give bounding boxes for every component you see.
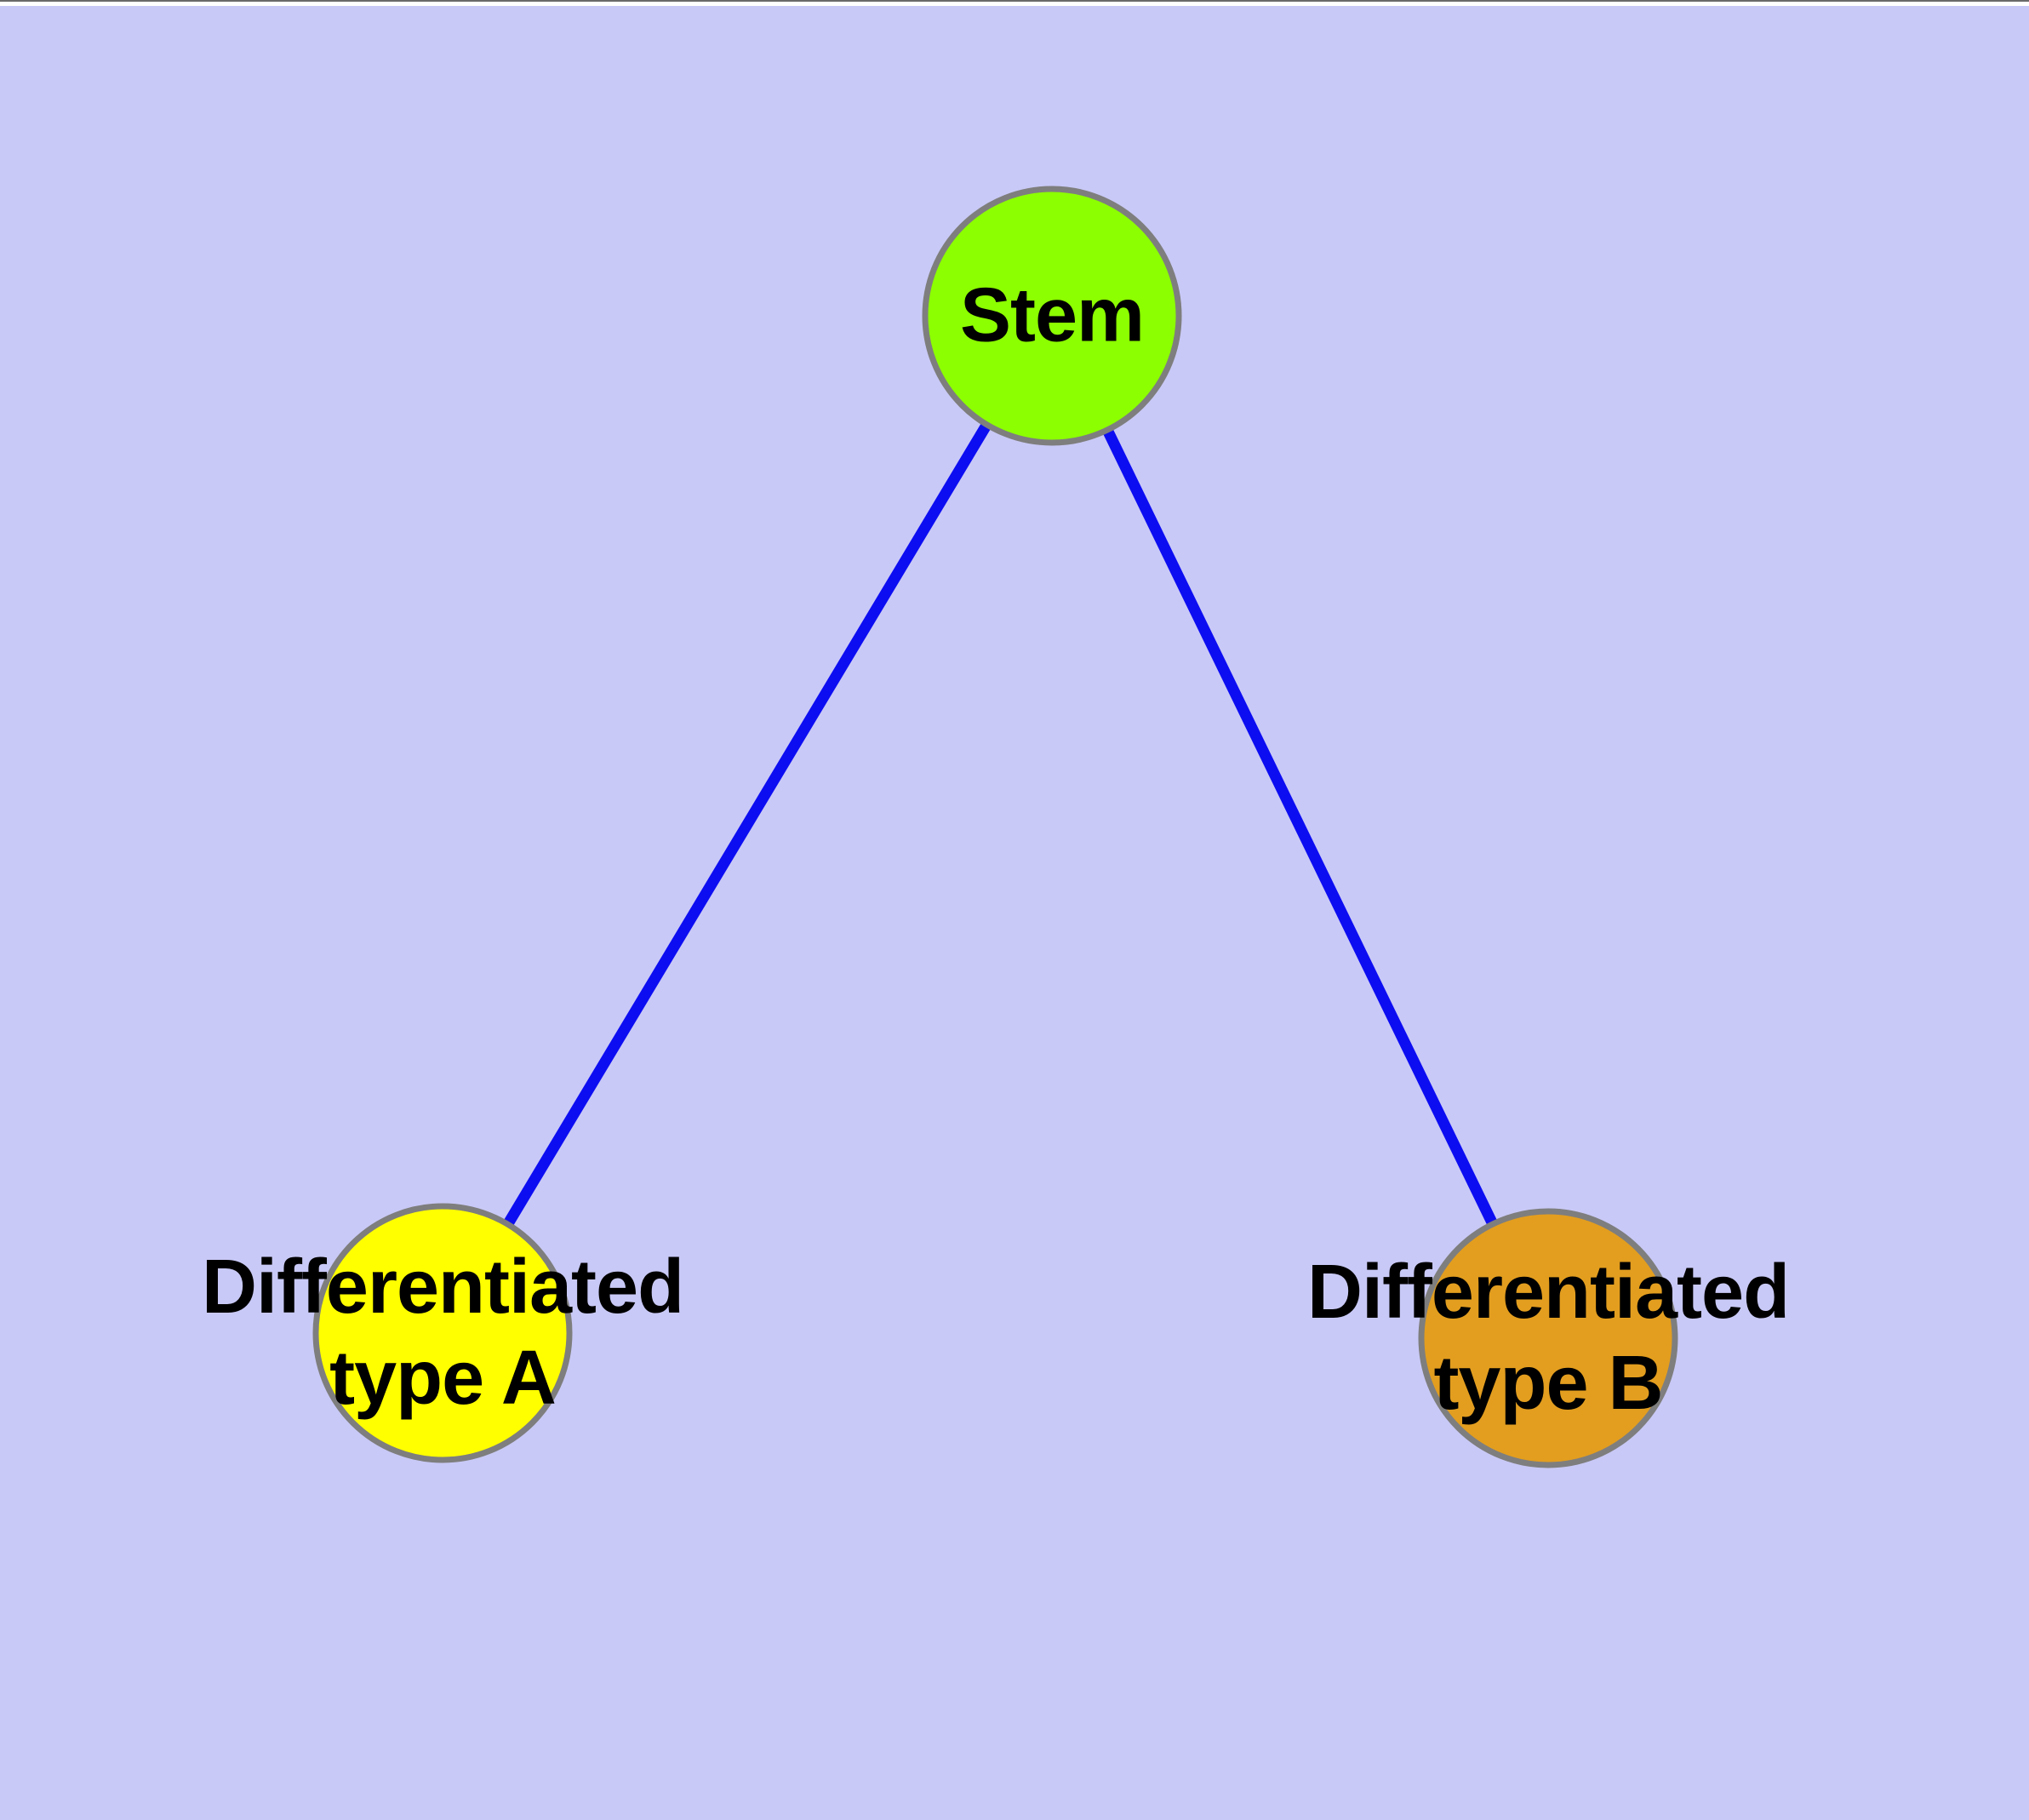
label-line: Differentiated [1306, 1250, 1790, 1335]
label-line: type B [1433, 1341, 1663, 1426]
node-stem-circle [922, 186, 1182, 446]
label-line: type A [329, 1336, 557, 1421]
edge-stem-to-type-a [437, 310, 1058, 1339]
canvas-top-margin [0, 0, 2029, 6]
node-differentiated-type-a-label: Differentiated type A [201, 1242, 684, 1424]
node-stem-label: Stem [959, 271, 1145, 362]
edge-stem-to-type-b [1046, 310, 1554, 1344]
node-differentiated-type-a-circle [312, 1203, 573, 1463]
label-line: Differentiated [201, 1245, 684, 1330]
label-line: Stem [959, 272, 1145, 358]
node-differentiated-type-b-circle [1418, 1208, 1678, 1468]
node-differentiated-type-b-label: Differentiated type B [1306, 1247, 1790, 1429]
